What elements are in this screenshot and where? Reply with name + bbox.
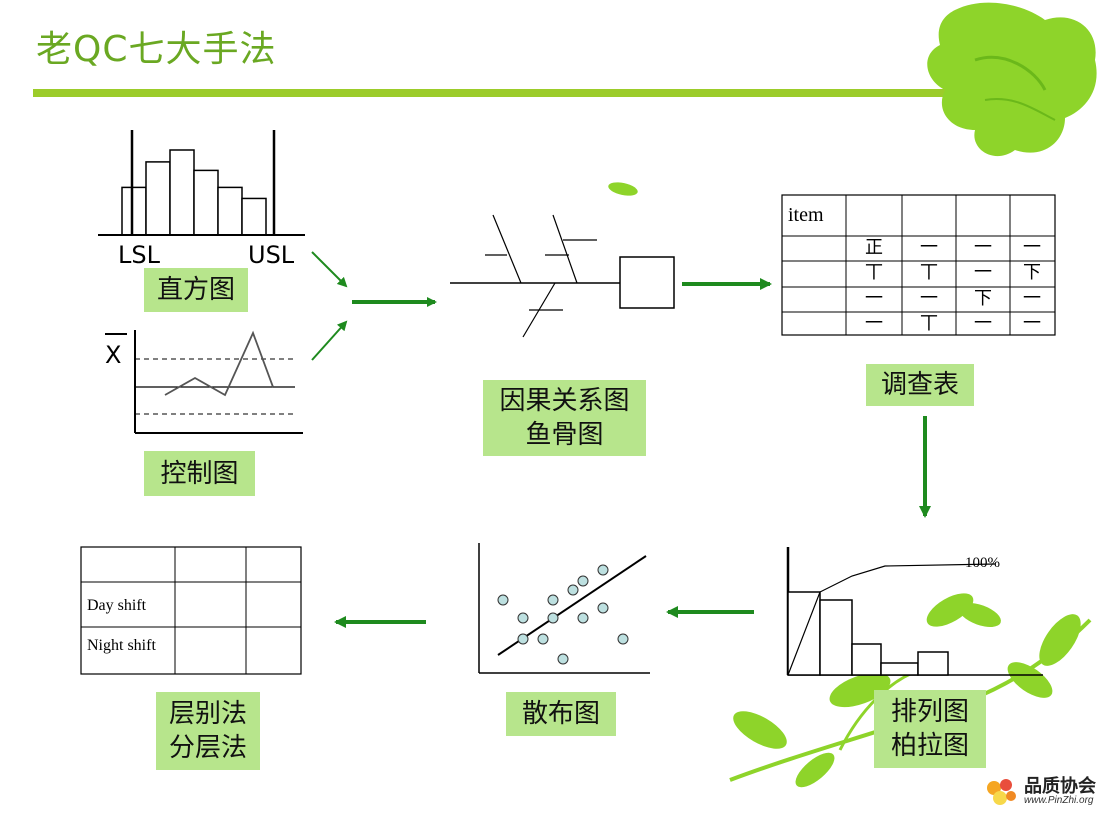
check-sheet-header-item: item bbox=[788, 204, 824, 226]
arrow-to-stratification bbox=[334, 616, 426, 628]
pareto-bar-5 bbox=[917, 651, 949, 676]
tally-mark: 一 bbox=[974, 313, 992, 334]
histogram-label-text: 直方图 bbox=[156, 275, 235, 305]
tally-mark: 一 bbox=[974, 237, 992, 258]
tally-mark: 一 bbox=[1023, 288, 1041, 309]
tally-mark: 一 bbox=[974, 262, 992, 283]
lsl-label: LSL bbox=[118, 241, 161, 269]
control-chart-label-text: 控制图 bbox=[160, 458, 239, 489]
pareto-bar-2 bbox=[819, 599, 853, 676]
stratification-label-line1: 层别法 bbox=[168, 699, 247, 729]
arrow-to-check-sheet bbox=[682, 278, 772, 290]
tally-mark: 丅 bbox=[920, 262, 938, 283]
pareto-label-line2: 柏拉图 bbox=[890, 731, 969, 761]
scatter-label-text: 散布图 bbox=[521, 699, 600, 729]
watermark-name: 品质协会 bbox=[1024, 776, 1096, 797]
tally-mark: 正 bbox=[865, 237, 883, 258]
pareto-bar-3 bbox=[851, 643, 882, 676]
converging-arrows bbox=[311, 251, 437, 361]
pareto-label: 排列图 柏拉图 bbox=[874, 690, 986, 768]
histogram-label: 直方图 bbox=[144, 268, 248, 312]
histogram-bar bbox=[145, 161, 171, 236]
control-chart-label: 控制图 bbox=[144, 451, 255, 496]
check-sheet-tally-marks: 正一一一丅丅一下一一下一一丅一一 bbox=[865, 237, 1041, 334]
fishbone-label-line2: 鱼骨图 bbox=[525, 420, 604, 450]
tally-mark: 下 bbox=[1023, 262, 1041, 283]
pareto-cumulative-line bbox=[787, 563, 996, 676]
fishbone-diagram bbox=[450, 214, 675, 338]
histogram-bar bbox=[217, 186, 243, 236]
xbar-symbol: X bbox=[105, 341, 121, 369]
fishbone-head-box bbox=[619, 256, 675, 309]
arrow-from-control-chart bbox=[311, 320, 348, 361]
histogram-bar bbox=[121, 186, 147, 236]
day-shift-label: Day shift bbox=[87, 597, 147, 614]
tally-mark: 一 bbox=[920, 237, 938, 258]
fishbone-label: 因果关系图 鱼骨图 bbox=[483, 380, 646, 456]
tally-mark: 一 bbox=[920, 288, 938, 309]
arrow-from-histogram bbox=[311, 251, 348, 288]
fishbone-bone-2 bbox=[552, 214, 578, 284]
pinzhi-logo-icon bbox=[987, 779, 1016, 805]
stratification-table: Day shift Night shift bbox=[80, 546, 302, 675]
fishbone-label-line1: 因果关系图 bbox=[499, 386, 630, 416]
usl-label: USL bbox=[248, 241, 295, 269]
check-sheet-label-text: 调查表 bbox=[880, 370, 959, 400]
check-sheet-table: item 正一一一丅丅一下一一下一一丅一一 bbox=[781, 194, 1056, 336]
pareto-bar-4 bbox=[880, 662, 919, 676]
fishbone-bone-1 bbox=[492, 214, 522, 284]
leaf-cluster-decoration bbox=[927, 2, 1097, 157]
tally-mark: 下 bbox=[974, 288, 992, 309]
histogram-diagram: LSL USL bbox=[98, 130, 305, 269]
tally-mark: 一 bbox=[865, 313, 883, 334]
stratification-label-line2: 分层法 bbox=[168, 733, 247, 763]
pareto-chart: 100% bbox=[786, 547, 1043, 676]
histogram-bar bbox=[169, 149, 195, 236]
histogram-bars bbox=[121, 149, 267, 236]
scatter-diagram bbox=[478, 543, 650, 674]
night-shift-label: Night shift bbox=[87, 637, 156, 654]
control-chart-series bbox=[164, 330, 274, 397]
histogram-bar bbox=[241, 197, 267, 236]
stratification-label: 层别法 分层法 bbox=[156, 692, 260, 770]
scatter-label: 散布图 bbox=[506, 692, 616, 736]
histogram-bar bbox=[193, 169, 219, 236]
check-sheet-label: 调查表 bbox=[866, 364, 974, 406]
small-leaf-decoration bbox=[608, 182, 638, 196]
pareto-label-line1: 排列图 bbox=[890, 697, 969, 727]
watermark-url: www.PinZhi.org bbox=[1024, 795, 1094, 806]
pareto-100-label: 100% bbox=[965, 555, 1000, 571]
scatter-points bbox=[497, 564, 629, 665]
page-title: 老QC七大手法 bbox=[36, 29, 277, 70]
tally-mark: 一 bbox=[1023, 313, 1041, 334]
tally-mark: 丅 bbox=[865, 262, 883, 283]
tally-mark: 丅 bbox=[920, 313, 938, 334]
title-rule bbox=[33, 89, 1000, 97]
arrow-to-scatter bbox=[666, 606, 754, 618]
tally-mark: 一 bbox=[865, 288, 883, 309]
control-chart-diagram: X bbox=[105, 330, 303, 434]
site-watermark: 品质协会 www.PinZhi.org bbox=[984, 776, 1096, 808]
tally-mark: 一 bbox=[1023, 237, 1041, 258]
arrow-to-pareto bbox=[919, 416, 931, 518]
